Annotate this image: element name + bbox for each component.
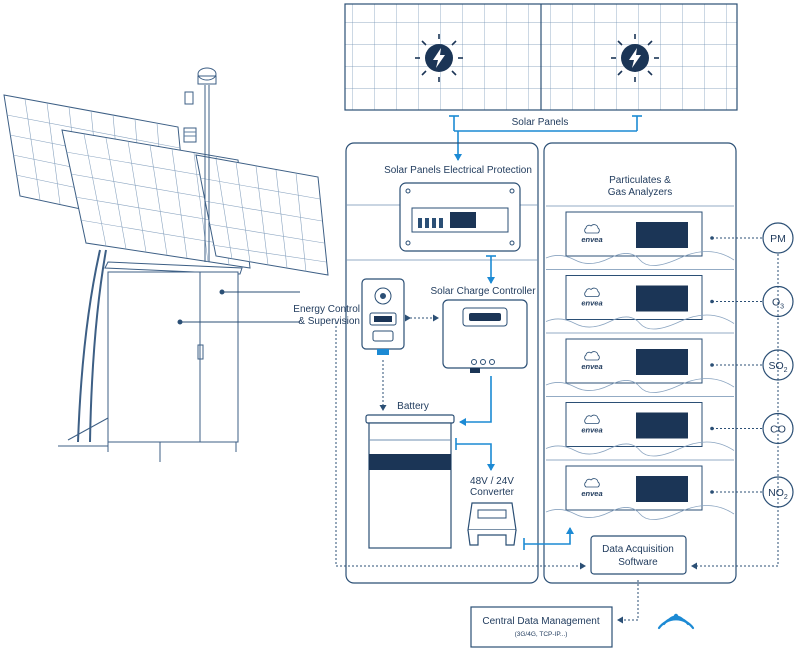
pollutant-label: SO2 (768, 360, 787, 374)
panel-output-connector (449, 115, 642, 161)
envea-logo-icon (584, 351, 600, 361)
solar-energy-icon (611, 34, 659, 82)
sensor-mast (183, 67, 217, 262)
central-data-box (470, 606, 613, 648)
solar-energy-icon (415, 34, 463, 82)
electrical-protection-box (399, 182, 521, 252)
electrical-protection-label: Solar Panels Electrical Protection (384, 165, 532, 176)
charge-controller (442, 299, 528, 373)
data-acquisition-box (590, 535, 687, 575)
envea-logo-icon (584, 414, 600, 424)
pollutant-label: NO2 (768, 487, 788, 501)
analyzer-brand-label: envea (581, 426, 602, 435)
station-cabinet (104, 261, 243, 462)
analyzer-unit: envea (545, 396, 762, 457)
data-acquisition-label-line2: Software (618, 557, 658, 568)
envea-logo-icon (584, 224, 600, 234)
analyzer-enclosure (543, 142, 737, 584)
callout-lines (177, 289, 300, 325)
wireless-icon (657, 613, 695, 630)
envea-logo-icon (584, 287, 600, 297)
pollutant-label: CO (770, 424, 786, 436)
analyzer-unit: envea (545, 459, 762, 520)
pollutant-label: O3 (772, 297, 784, 311)
analyzers-label-line2: Gas Analyzers (608, 187, 672, 198)
solar-panel-bank (344, 3, 738, 111)
analyzer-brand-label: envea (581, 362, 602, 371)
analyzer-brand-label: envea (581, 235, 602, 244)
pollutant-so2: SO2 (762, 349, 794, 381)
envea-logo-icon (584, 478, 600, 488)
solar-panels-label: Solar Panels (512, 117, 569, 128)
support-frame (58, 249, 109, 447)
analyzers-label-line1: Particulates & (609, 175, 671, 186)
battery (365, 414, 455, 549)
converter-label-line1: 48V / 24V (470, 476, 514, 487)
pollutant-co: CO (762, 412, 794, 445)
data-acquisition-label-line1: Data Acquisition (602, 544, 674, 555)
central-data-label: Central Data Management (482, 616, 600, 627)
analyzer-unit: envea (545, 205, 762, 266)
pollutant-label: PM (770, 233, 786, 245)
energy-control-device (361, 278, 405, 355)
power-enclosure (345, 142, 539, 584)
analyzer-brand-label: envea (581, 489, 602, 498)
analyzer-unit: envea (545, 332, 762, 393)
station-illustration (3, 67, 329, 462)
converter-label-line2: Converter (470, 487, 515, 498)
charge-controller-label: Solar Charge Controller (430, 286, 536, 297)
energy-control-label-line1: Energy Control (293, 304, 360, 315)
battery-label: Battery (397, 401, 429, 412)
pollutant-pm: PM (762, 222, 794, 254)
analyzer-unit: envea (545, 269, 762, 330)
converter-device (467, 502, 517, 546)
central-data-sublabel: (3G/4G, TCP-IP...) (515, 631, 568, 638)
analyzer-brand-label: envea (581, 299, 602, 308)
solar-array-front-right (195, 154, 329, 276)
energy-control-label-line2: & Supervision (298, 316, 360, 327)
